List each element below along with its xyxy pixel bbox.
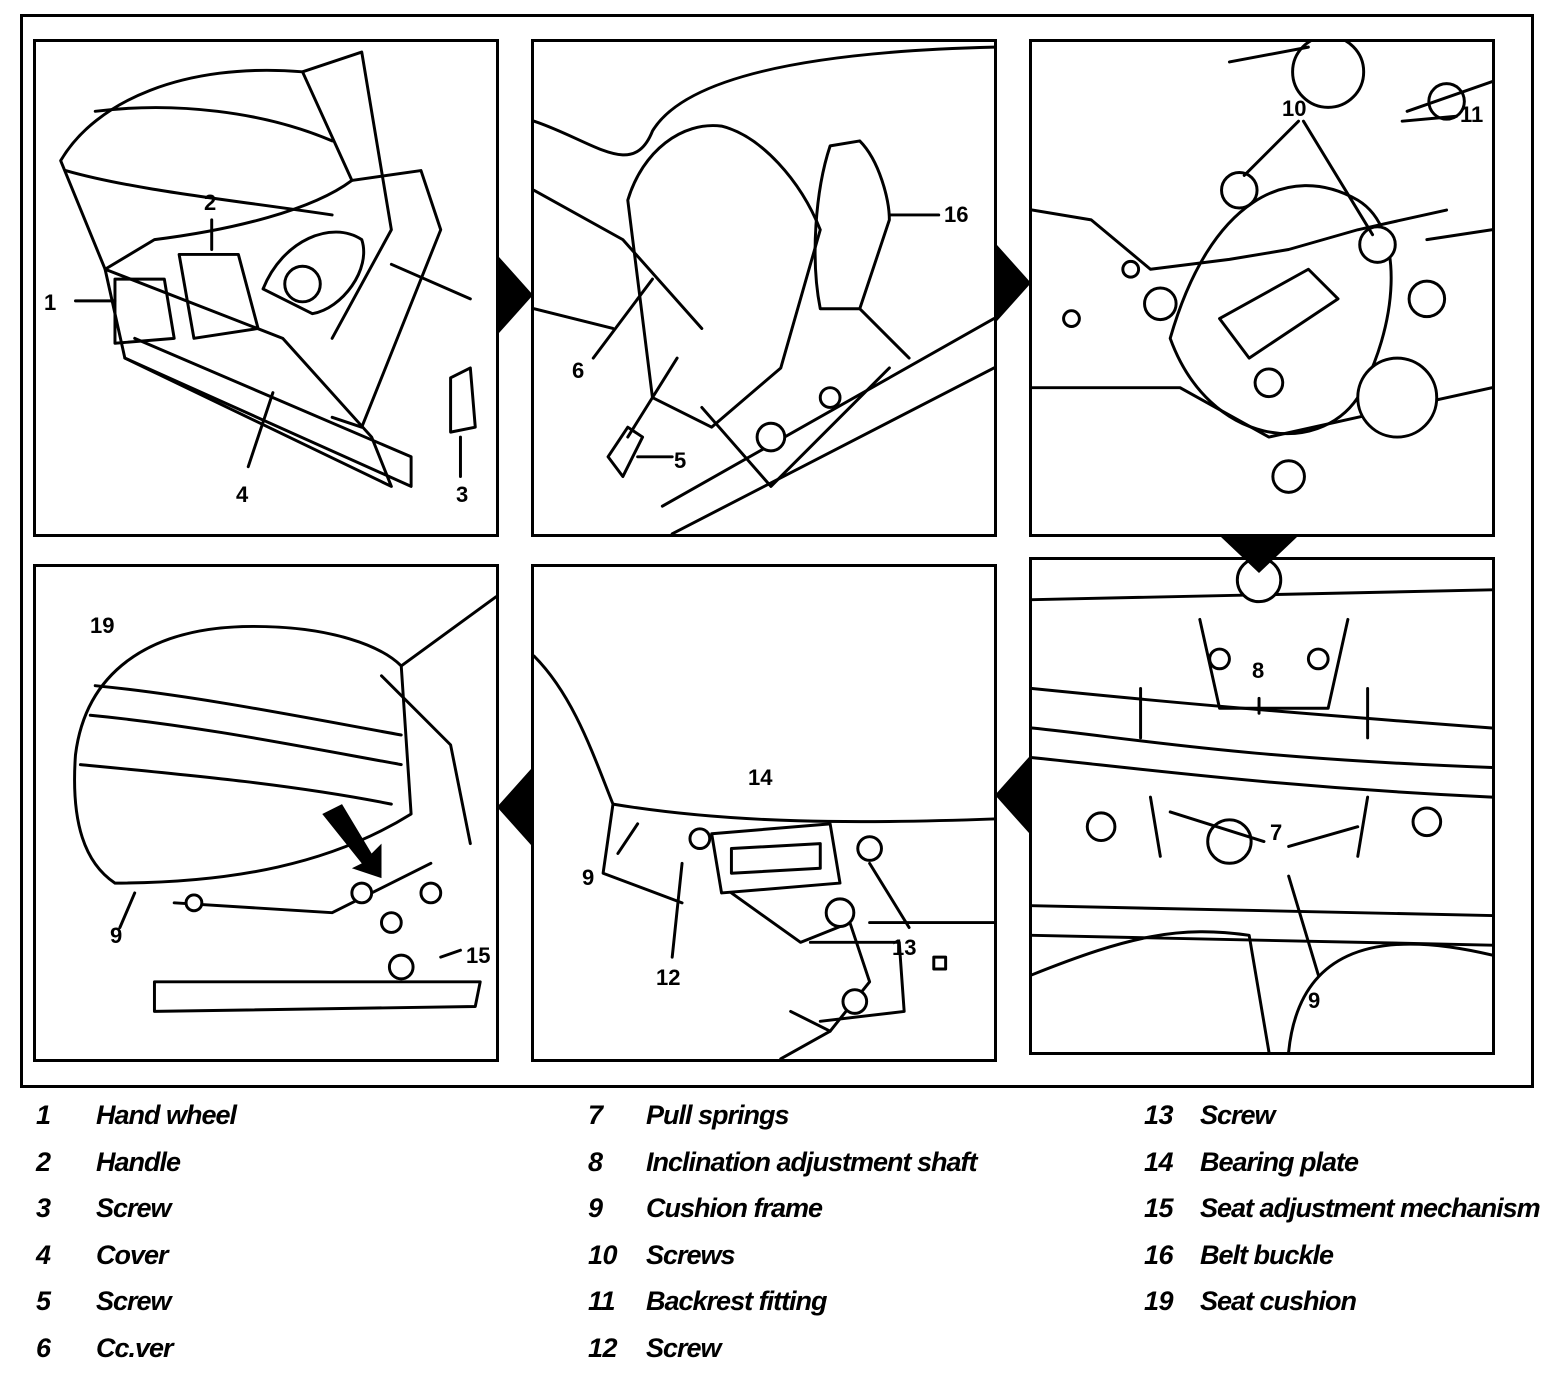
backrest-fitting-illustration [1032, 42, 1492, 494]
callout-5: 5 [674, 448, 687, 473]
callout-15: 15 [466, 943, 491, 968]
seat-cushion-removal-illustration [73, 595, 496, 1013]
panel-step-6: 8 7 9 [1029, 557, 1495, 1055]
parts-legend: 1 Hand wheel 2 Handle 3 Screw 4 Cover 5 … [0, 1100, 1568, 1388]
legend-label: Seat cushion [1200, 1286, 1357, 1316]
legend-number: 3 [36, 1193, 51, 1223]
legend-number: 12 [588, 1332, 618, 1363]
legend-label: Seat adjustment mechanism [1200, 1193, 1541, 1223]
panel-step-2: 6 5 16 [531, 39, 997, 537]
callout-6: 6 [572, 358, 585, 383]
legend-number: 10 [588, 1239, 618, 1270]
legend-label: Inclination adjustment shaft [646, 1146, 978, 1177]
legend-number: 5 [36, 1286, 51, 1316]
legend-label: Screws [646, 1239, 736, 1270]
legend-label: Pull springs [646, 1100, 790, 1130]
callout-13: 13 [892, 935, 917, 960]
callout-9: 9 [1308, 988, 1321, 1013]
callout-7: 7 [1270, 820, 1283, 845]
callout-1: 1 [44, 290, 57, 315]
legend-label: Bearing plate [1200, 1146, 1359, 1177]
panel-step-1: 1 2 3 4 [33, 39, 499, 537]
next-step-arrow [499, 257, 533, 333]
legend-number: 13 [1144, 1100, 1174, 1130]
bearing-plate-illustration [534, 654, 994, 1059]
callout-9: 9 [110, 923, 123, 948]
pull-springs-illustration [1032, 560, 1492, 1052]
legend-number: 15 [1144, 1193, 1174, 1223]
legend-label: Hand wheel [96, 1100, 237, 1130]
callout-19: 19 [90, 613, 115, 638]
legend-number: 8 [588, 1146, 603, 1177]
callout-16: 16 [944, 202, 969, 227]
legend-number: 14 [1144, 1146, 1174, 1177]
next-step-arrow [995, 757, 1029, 833]
legend-number: 4 [36, 1239, 51, 1270]
callout-12: 12 [656, 965, 681, 990]
legend-label: Handle [96, 1146, 181, 1177]
callout-3: 3 [456, 482, 469, 507]
callout-10: 10 [1282, 96, 1307, 121]
callout-11: 11 [1460, 102, 1484, 127]
backrest-cover-illustration [534, 45, 994, 534]
legend-number: 9 [588, 1193, 603, 1223]
legend-label: Screw [1200, 1100, 1276, 1130]
callout-8: 8 [1252, 658, 1265, 683]
legend-number: 11 [588, 1286, 616, 1316]
legend-number: 6 [36, 1332, 51, 1363]
legend-number: 16 [1144, 1239, 1174, 1270]
legend-label: Belt buckle [1200, 1239, 1334, 1270]
legend-label: Screw [646, 1332, 722, 1363]
legend-label: Backrest fitting [646, 1286, 828, 1316]
legend-label: Screw [96, 1286, 172, 1316]
legend-label: Screw [96, 1193, 172, 1223]
next-step-arrow [497, 769, 531, 845]
seat-side-cover-illustration [59, 50, 477, 488]
panel-step-4: 19 9 15 [33, 564, 499, 1062]
callout-14: 14 [748, 765, 773, 790]
callout-4: 4 [236, 482, 249, 507]
procedure-figure: 1 2 3 4 6 5 16 [20, 14, 1534, 1088]
legend-number: 1 [36, 1100, 51, 1130]
panel-step-5: 14 9 12 13 [531, 564, 997, 1062]
next-step-arrow [997, 245, 1031, 321]
legend-label: Cover [96, 1239, 169, 1270]
legend-label: Cushion frame [646, 1193, 823, 1223]
legend-number: 2 [36, 1146, 51, 1177]
panel-step-3: 10 11 [1029, 39, 1495, 537]
next-step-arrow [1221, 537, 1297, 573]
callout-2: 2 [204, 190, 217, 215]
legend-number: 7 [588, 1100, 603, 1130]
callout-9: 9 [582, 865, 595, 890]
legend-number: 19 [1144, 1286, 1174, 1316]
legend-label: Cc.ver [96, 1332, 174, 1363]
